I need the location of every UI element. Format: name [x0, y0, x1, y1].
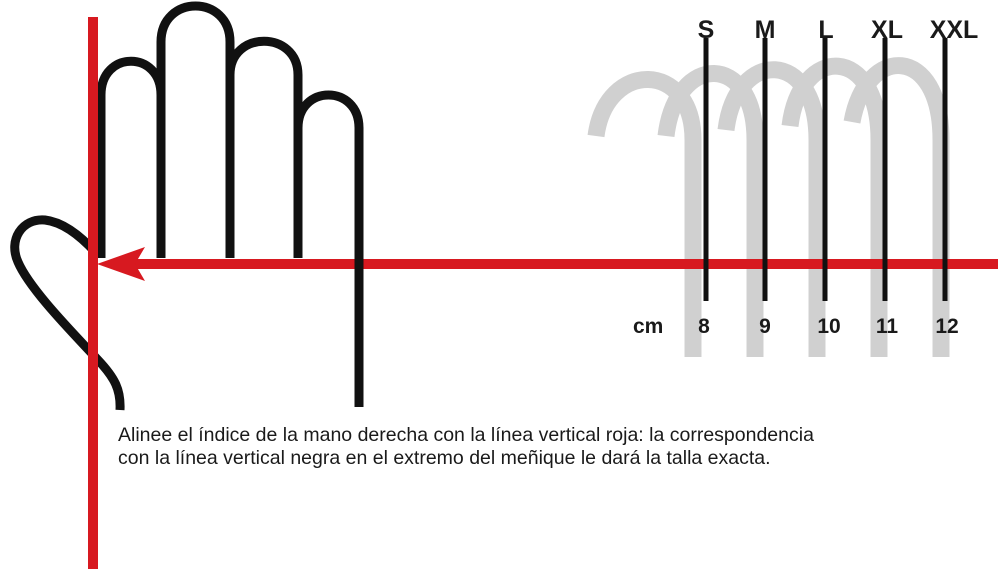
finger-size-arcs [587, 57, 950, 357]
measurement-arrow [97, 247, 998, 281]
instructions-line-1: Alinee el índice de la mano derecha con … [118, 424, 814, 446]
arrow-shaft [128, 259, 998, 269]
hand-outline [10, 1, 364, 411]
size-label-xl: XL [871, 16, 903, 44]
arrow-head [97, 247, 145, 281]
red-alignment-line [88, 17, 98, 569]
size-label-xxl: XXL [930, 16, 979, 44]
size-labels: S M L XL XXL [698, 16, 979, 44]
finger-arc-s [587, 71, 702, 357]
instructions-text: Alinee el índice de la mano derecha con … [118, 424, 978, 470]
cm-labels: cm 8 9 10 11 12 [633, 315, 959, 338]
fingers-outline [96, 1, 364, 407]
finger-arc-xxl [843, 57, 950, 357]
cm-label-xxl: 12 [935, 315, 958, 338]
cm-label-m: 9 [759, 315, 771, 338]
finger-arc-l [717, 61, 826, 357]
finger-arc-xl [781, 57, 888, 357]
thumb-outline [10, 215, 125, 411]
size-label-s: S [698, 16, 715, 44]
cm-label-xl: 11 [876, 315, 899, 338]
cm-label-s: 8 [698, 315, 710, 338]
cm-unit-label: cm [633, 315, 663, 338]
size-label-l: L [818, 16, 833, 44]
finger-arc-m [657, 65, 764, 357]
cm-label-l: 10 [817, 315, 840, 338]
size-label-m: M [755, 16, 776, 44]
instructions-line-2: con la línea vertical negra en el extrem… [118, 447, 771, 469]
size-tick-lines [703, 38, 948, 301]
